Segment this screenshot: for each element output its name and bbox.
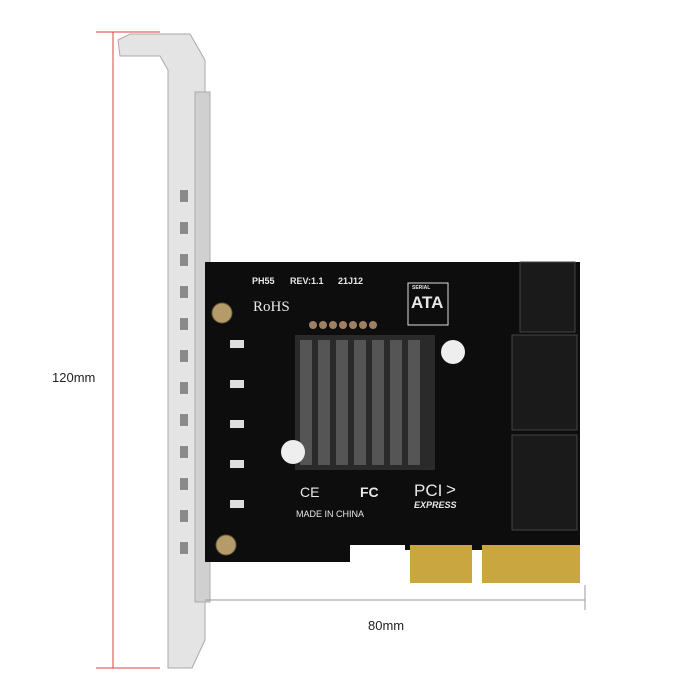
ce-mark: CE [300, 484, 320, 500]
date-code: 21J12 [338, 276, 364, 286]
origin-text: MADE IN CHINA [296, 509, 365, 519]
sata-logo-main: ATA [411, 293, 444, 312]
revision-text: REV:1.1 [290, 276, 324, 286]
screw [215, 534, 237, 556]
gold-fingers [410, 545, 580, 583]
rohs-text: RoHS [253, 299, 290, 315]
width-dimension-line [205, 585, 586, 610]
sata-logo-top: SERIAL [412, 285, 431, 291]
heatsink [281, 335, 465, 470]
pci-text: PCI [414, 481, 443, 500]
fcc-mark: FC [360, 484, 379, 500]
width-label: 80mm [368, 618, 405, 633]
sata-logo [407, 282, 449, 326]
screw [211, 302, 233, 324]
metal-bracket [117, 33, 211, 669]
model-text: PH55 [252, 276, 275, 286]
pci-chevron-icon: > [446, 480, 456, 499]
express-text: EXPRESS [414, 500, 457, 510]
sata-ports [511, 261, 578, 531]
height-dimension-line [96, 31, 160, 669]
height-label: 120mm [52, 370, 96, 385]
